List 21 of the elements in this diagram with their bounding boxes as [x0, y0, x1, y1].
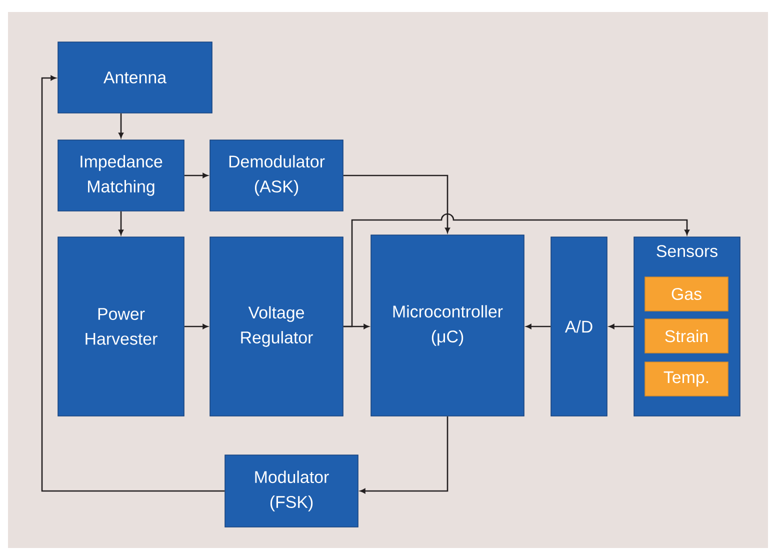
arrow	[343, 174, 450, 233]
block-box: Voltage Regulator	[210, 236, 344, 416]
sensor-box: Temp.	[644, 362, 728, 396]
arrow	[343, 213, 690, 328]
sensor-box: Strain	[644, 318, 728, 354]
block-box: Demodulator (ASK)	[210, 140, 344, 212]
arrow	[360, 416, 448, 494]
block-box: Antenna	[58, 42, 212, 114]
arrow	[41, 76, 225, 492]
block-box: Microcontroller (μC)	[370, 234, 524, 416]
arrow	[184, 173, 208, 178]
arrow	[118, 113, 124, 138]
arrow	[609, 324, 634, 329]
block-box: Impedance Matching	[58, 140, 184, 212]
block-box: Power Harvester	[58, 236, 184, 416]
block-box: Modulator (FSK)	[224, 454, 358, 528]
arrow	[526, 324, 551, 329]
arrow	[118, 211, 124, 235]
sensor-box: Gas	[644, 276, 728, 312]
arrow	[184, 324, 208, 329]
block-box: A/D	[550, 236, 608, 416]
